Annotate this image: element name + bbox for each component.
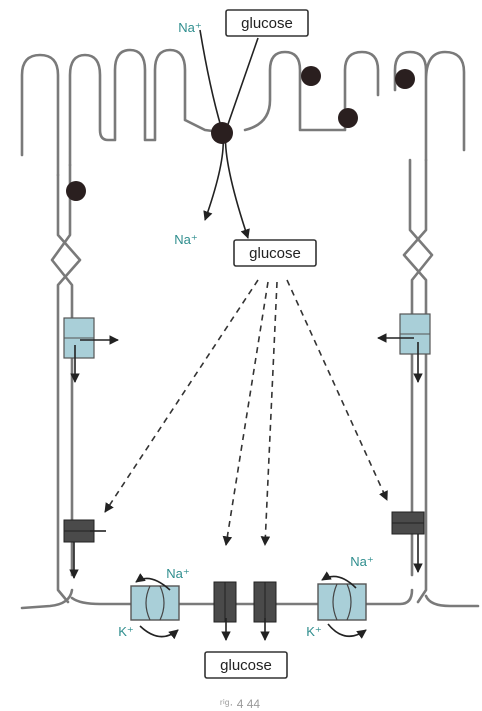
sglt-carrier-icon: [211, 122, 233, 144]
svg-text:glucose: glucose: [249, 245, 301, 262]
diffusion-arrow-right: [287, 280, 387, 500]
glucose-label-mid: glucose: [234, 240, 316, 266]
diffusion-arrow-center-right: [265, 282, 277, 545]
k-label-pump-left: K⁺: [118, 624, 134, 639]
junction-dot-icon: [338, 108, 358, 128]
diffusion-arrow-center-left: [226, 282, 268, 545]
lateral-glucose-transporter-right: [392, 512, 424, 572]
svg-text:glucose: glucose: [241, 15, 293, 32]
left-lateral-membrane-inner: [52, 165, 72, 575]
na-label-pump-left: Na⁺: [166, 566, 189, 581]
na-label-mid: Na⁺: [174, 232, 197, 247]
junction-dot-icon: [301, 66, 321, 86]
figure-caption: ʳⁱᵍ· 4 44: [220, 697, 261, 711]
junction-dot-icon: [395, 69, 415, 89]
diffusion-arrow-left: [105, 280, 258, 512]
svg-text:glucose: glucose: [220, 657, 272, 674]
glucose-label-top: glucose: [226, 10, 308, 36]
basal-na-k-pump-right: [318, 576, 366, 636]
apical-membrane: [22, 50, 464, 175]
na-label-top: Na⁺: [178, 20, 201, 35]
lateral-glucose-transporter-left: [64, 520, 106, 578]
basal-na-k-pump-left: [131, 578, 179, 636]
glucose-label-bottom: glucose: [205, 652, 287, 678]
basal-glucose-transporter-left: [214, 582, 236, 640]
basal-glucose-transporter-right: [254, 582, 276, 640]
right-lateral-membrane-outer: [404, 160, 426, 602]
k-label-pump-right: K⁺: [306, 624, 322, 639]
tight-junction-left-icon: [66, 181, 86, 201]
na-label-pump-right: Na⁺: [350, 554, 373, 569]
lateral-carrier-right: [378, 314, 430, 382]
basal-membrane-right-edge: [426, 596, 478, 606]
